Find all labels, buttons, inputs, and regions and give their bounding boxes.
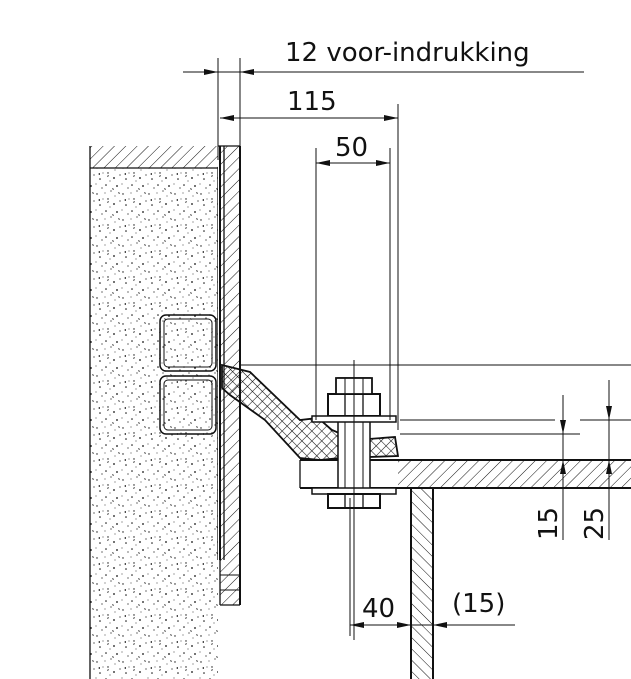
dimension-15-25: 15 25 <box>534 380 631 540</box>
concrete-wall <box>89 167 219 679</box>
dimension-115: 115 <box>220 87 399 430</box>
support-post <box>410 488 434 679</box>
elastomer-seal <box>221 363 400 461</box>
wall-box-upper <box>159 314 217 372</box>
dimension-preload: 12 voor-indrukking <box>183 38 584 160</box>
dimension-50: 50 <box>315 133 391 420</box>
wall-box-lower <box>159 375 217 435</box>
wall-plate <box>218 145 241 606</box>
width-115-label: 115 <box>287 87 337 117</box>
dimension-40-15: 40 (15) <box>349 498 515 636</box>
bolt-assembly <box>311 360 397 640</box>
preload-label: 12 voor-indrukking <box>285 38 530 68</box>
width-50-label: 50 <box>335 133 368 163</box>
height-25-label: 25 <box>580 507 610 540</box>
floor-slab <box>240 364 631 489</box>
height-15-label: 15 <box>534 507 564 540</box>
offset-15-label: (15) <box>452 589 505 619</box>
offset-40-label: 40 <box>362 594 395 624</box>
top-ground-hatch <box>89 146 220 168</box>
